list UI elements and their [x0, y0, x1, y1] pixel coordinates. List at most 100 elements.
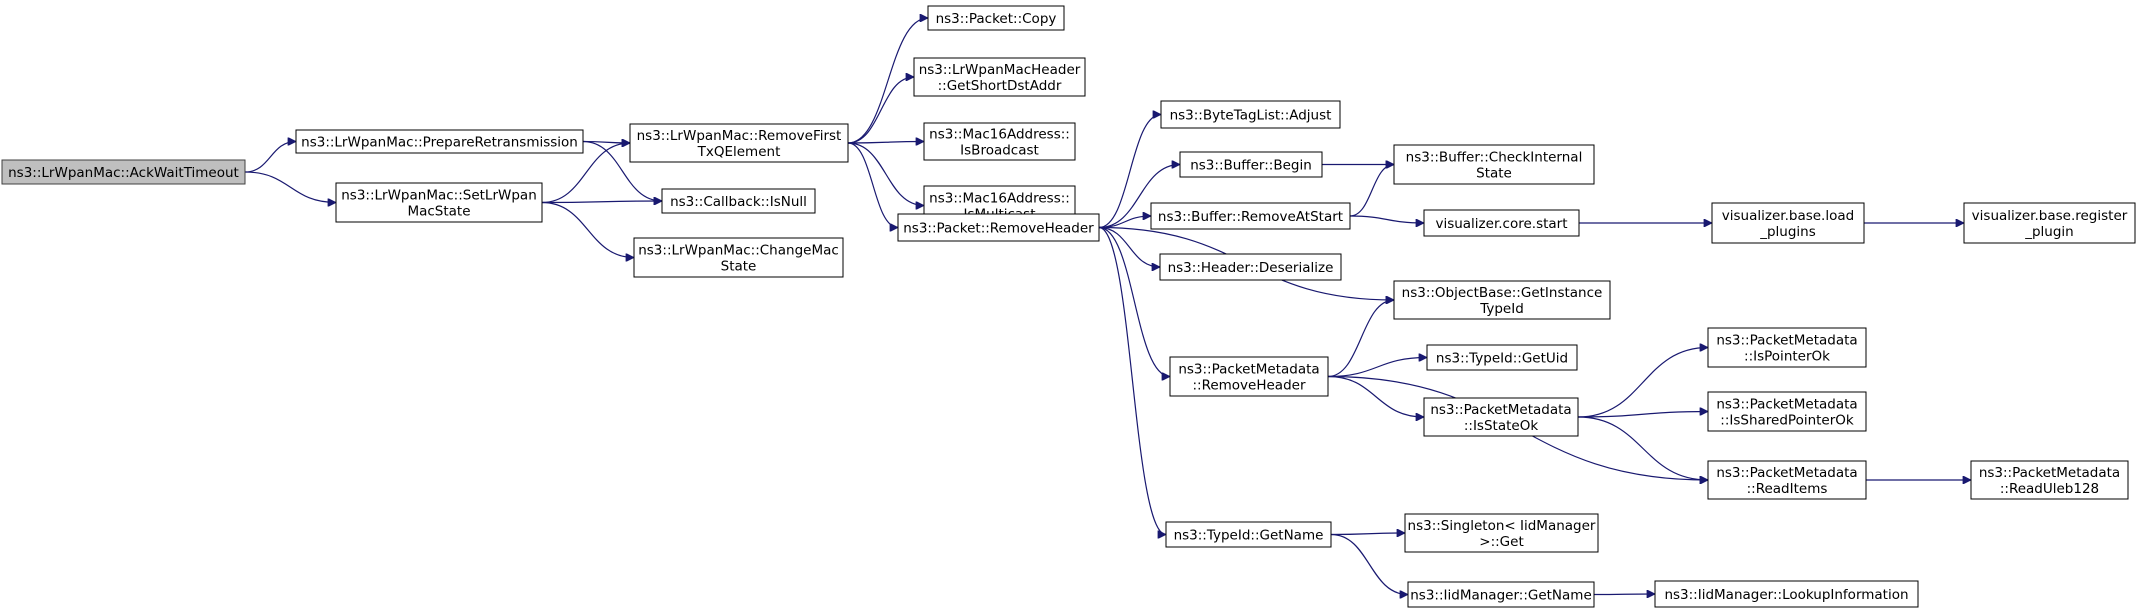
node-label: TypeId	[1479, 301, 1524, 317]
nodes-layer: ns3::LrWpanMac::AckWaitTimeoutns3::LrWpa…	[1, 5, 2136, 608]
node-ackwait[interactable]: ns3::LrWpanMac::AckWaitTimeout	[1, 159, 246, 185]
node-label: ns3::LrWpanMac::PrepareRetransmission	[301, 135, 578, 151]
node-box	[661, 188, 816, 214]
node-registerplugin[interactable]: visualizer.base.register_plugin	[1963, 202, 2136, 244]
node-label: ns3::PacketMetadata	[1716, 465, 1857, 481]
node-label: ns3::PacketMetadata	[1716, 333, 1857, 349]
node-label: ns3::Packet::Copy	[936, 11, 1057, 27]
node-label: ns3::Mac16Address::	[929, 191, 1070, 207]
edge-pktremoveheader-to-pmremoveheader	[1098, 226, 1170, 377]
node-label: ::IsStateOk	[1464, 418, 1538, 434]
edge-typegetname-to-singletonget	[1330, 533, 1405, 535]
node-box	[1707, 391, 1867, 432]
node-box	[1407, 581, 1595, 608]
node-label: ::IsPointerOk	[1744, 349, 1830, 365]
node-label: ::IsSharedPointerOk	[1720, 413, 1854, 429]
node-isbroadcast[interactable]: ns3::Mac16Address::IsBroadcast	[923, 122, 1076, 161]
node-pktremoveheader[interactable]: ns3::Packet::RemoveHeader	[897, 213, 1100, 242]
node-label: visualizer.base.register	[1972, 208, 2128, 224]
node-getshort[interactable]: ns3::LrWpanMacHeader::GetShortDstAddr	[913, 57, 1086, 97]
node-ispointerok[interactable]: ns3::PacketMetadata::IsPointerOk	[1707, 327, 1867, 368]
node-label: ns3::ObjectBase::GetInstance	[1402, 285, 1603, 301]
node-lookupinfo[interactable]: ns3::IidManager::LookupInformation	[1654, 580, 1919, 608]
node-label: _plugin	[2024, 224, 2074, 240]
edge-pktremoveheader-to-bufbegin	[1098, 165, 1180, 229]
edge-isstateok-to-ispointerok	[1577, 348, 1708, 418]
node-label: ns3::LrWpanMacHeader	[919, 62, 1081, 78]
edge-removefirst-to-pktremoveheader	[847, 142, 898, 228]
node-box	[1165, 521, 1332, 548]
node-readitems[interactable]: ns3::PacketMetadata::ReadItems	[1707, 460, 1867, 500]
edge-pmremoveheader-to-getinstance	[1327, 300, 1394, 378]
node-label: visualizer.core.start	[1435, 216, 1567, 232]
edge-pmremoveheader-to-getuid	[1327, 358, 1427, 378]
node-box	[1963, 202, 2136, 244]
node-prepare[interactable]: ns3::LrWpanMac::PrepareRetransmission	[295, 129, 584, 154]
node-box	[1711, 202, 1865, 244]
edge-setstate-to-changemac	[541, 201, 634, 258]
node-deserialize[interactable]: ns3::Header::Deserialize	[1159, 253, 1342, 281]
edge-removefirst-to-isbroadcast	[847, 142, 924, 144]
node-singletonget[interactable]: ns3::Singleton< IidManager >::Get	[1404, 513, 1599, 553]
node-vcstart[interactable]: visualizer.core.start	[1423, 209, 1580, 237]
node-isstateok[interactable]: ns3::PacketMetadata::IsStateOk	[1423, 397, 1579, 437]
node-bufremove[interactable]: ns3::Buffer::RemoveAtStart	[1150, 202, 1351, 230]
node-box	[1159, 253, 1342, 281]
node-label: State	[1476, 166, 1512, 182]
edge-setstate-to-removefirst	[541, 143, 630, 204]
node-label: ns3::Header::Deserialize	[1168, 260, 1334, 276]
node-label: TxQElement	[697, 144, 781, 160]
edge-setstate-to-isnull	[541, 201, 662, 203]
node-label: >::Get	[1479, 534, 1523, 550]
node-box	[923, 122, 1076, 161]
node-label: ns3::PacketMetadata	[1178, 362, 1319, 378]
node-label: ns3::Packet::RemoveHeader	[903, 221, 1094, 237]
edge-pktremoveheader-to-deserialize	[1098, 226, 1160, 268]
node-label: ns3::TypeId::GetUid	[1436, 351, 1568, 367]
node-box	[1707, 460, 1867, 500]
node-pmremoveheader[interactable]: ns3::PacketMetadata::RemoveHeader	[1169, 356, 1329, 397]
edge-prepare-to-isnull	[582, 140, 662, 202]
node-label: ::ReadItems	[1747, 481, 1828, 497]
edge-bufremove-to-checkinternal	[1349, 165, 1394, 217]
node-label: ns3::LrWpanMac::RemoveFirst	[637, 128, 842, 144]
edge-ackwait-to-prepare	[244, 142, 296, 173]
node-loadplugins[interactable]: visualizer.base.load_plugins	[1711, 202, 1865, 244]
node-label: ns3::PacketMetadata	[1716, 397, 1857, 413]
node-box	[927, 5, 1065, 31]
node-box	[1654, 580, 1919, 608]
edge-removefirst-to-getshort	[847, 77, 914, 144]
node-issharedok[interactable]: ns3::PacketMetadata::IsSharedPointerOk	[1707, 391, 1867, 432]
node-box	[335, 182, 543, 223]
node-box	[1970, 460, 2129, 500]
node-label: MacState	[407, 204, 470, 220]
node-readuleb[interactable]: ns3::PacketMetadata::ReadUleb128	[1970, 460, 2129, 500]
node-bufbegin[interactable]: ns3::Buffer::Begin	[1179, 151, 1323, 178]
node-box	[1, 159, 246, 185]
node-isnull[interactable]: ns3::Callback::IsNull	[661, 188, 816, 214]
node-label: visualizer.base.load	[1722, 208, 1854, 224]
node-pktcopy[interactable]: ns3::Packet::Copy	[927, 5, 1065, 31]
node-label: State	[721, 259, 757, 275]
node-label: ::GetShortDstAddr	[938, 78, 1062, 94]
node-box	[1179, 151, 1323, 178]
node-typegetname[interactable]: ns3::TypeId::GetName	[1165, 521, 1332, 548]
node-label: ns3::LrWpanMac::SetLrWpan	[341, 188, 537, 204]
node-label: ns3::IidManager::GetName	[1410, 588, 1592, 604]
node-iidgetname[interactable]: ns3::IidManager::GetName	[1407, 581, 1595, 608]
edge-isstateok-to-readitems	[1577, 416, 1708, 480]
node-label: ns3::Buffer::CheckInternal	[1406, 150, 1583, 166]
node-label: ns3::ByteTagList::Adjust	[1170, 108, 1332, 124]
edge-ackwait-to-setstate	[244, 171, 336, 203]
node-adjust[interactable]: ns3::ByteTagList::Adjust	[1160, 100, 1341, 129]
node-box	[1404, 513, 1599, 553]
node-box	[633, 237, 844, 278]
node-box	[1169, 356, 1329, 397]
node-box	[1426, 344, 1578, 371]
node-getuid[interactable]: ns3::TypeId::GetUid	[1426, 344, 1578, 371]
